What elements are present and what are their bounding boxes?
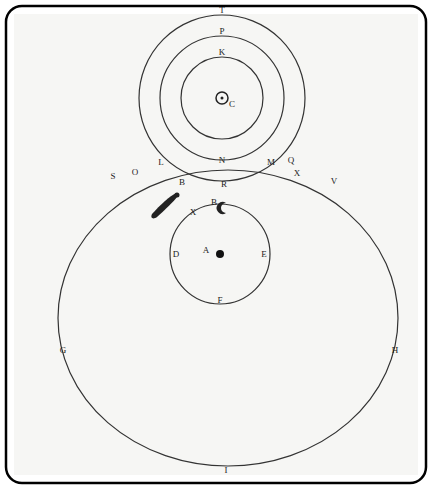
moon-orbit-circle	[170, 204, 270, 304]
point-letter: C	[228, 99, 236, 109]
sun-symbol	[216, 92, 228, 104]
point-letter: D	[172, 249, 181, 259]
earth-orbit-circle	[58, 170, 398, 466]
point-letter: V	[330, 176, 339, 186]
inner-circle	[181, 57, 263, 139]
point-letter: R	[220, 179, 228, 189]
point-letter: B	[210, 197, 218, 207]
point-letter: N	[218, 155, 227, 165]
point-letter: K	[218, 47, 227, 57]
point-letter: O	[131, 167, 140, 177]
comet-head	[175, 193, 180, 198]
sun-dot	[221, 97, 224, 100]
point-letter: G	[59, 345, 68, 355]
point-letter: M	[266, 157, 276, 167]
point-letter: A	[202, 245, 211, 255]
point-letter: S	[109, 171, 116, 181]
frame	[6, 6, 426, 483]
point-letter: Q	[287, 155, 296, 165]
earth-dot	[216, 250, 224, 258]
point-letter: I	[224, 465, 229, 475]
moon-symbol	[217, 202, 226, 214]
outer-circle	[139, 15, 305, 181]
comet	[151, 193, 178, 218]
point-letter: L	[157, 157, 165, 167]
point-letter: B	[178, 177, 186, 187]
point-letter: X	[189, 207, 198, 217]
point-letter: E	[260, 249, 268, 259]
point-letter: H	[391, 345, 400, 355]
point-letter: T	[218, 5, 226, 15]
middle-circle	[160, 36, 284, 160]
point-letter: P	[218, 26, 225, 36]
point-letter: F	[216, 295, 223, 305]
paper	[14, 14, 418, 475]
point-letter: X	[293, 168, 302, 178]
